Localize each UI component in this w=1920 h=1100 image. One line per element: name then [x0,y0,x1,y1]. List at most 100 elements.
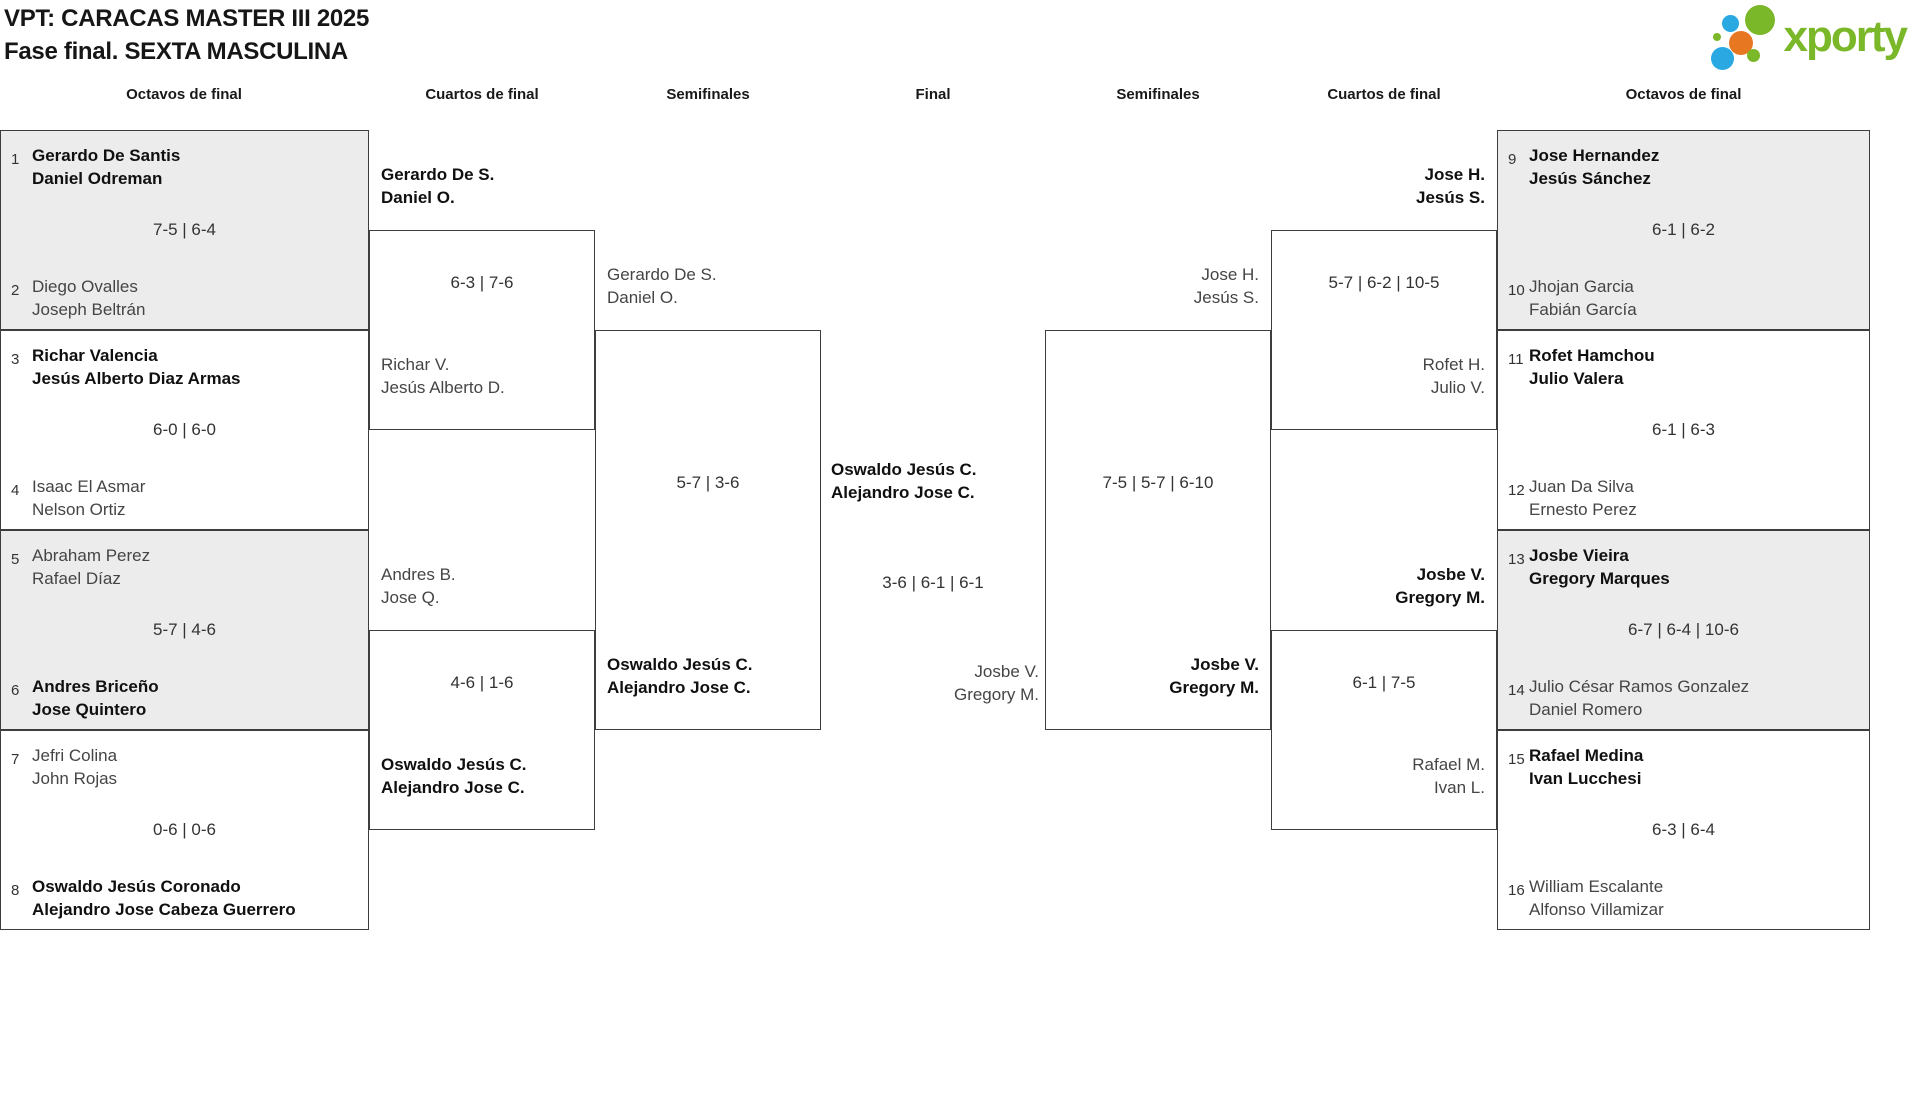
team-player-name: John Rojas [32,769,118,788]
seed-number: 1 [11,151,20,168]
team-names: Andres B. Jose Q. [381,563,588,609]
team-player-name: Jesús S. [1416,188,1485,207]
seed-number: 14 [1508,682,1525,699]
team-names: Jose H. Jesús S. [1052,263,1259,309]
team-player-name: Ernesto Perez [1529,500,1637,519]
match-score: 6-7 | 6-4 | 10-6 [1628,620,1739,639]
team-player-name: Jose Q. [381,588,440,607]
seed-number: 9 [1508,151,1517,168]
team-player-name: Andres B. [381,565,456,584]
team-player-name: Julio César Ramos Gonzalez [1529,677,1750,696]
team-player-name: Alejandro Jose C. [607,678,751,697]
team-player-name: Alfonso Villamizar [1529,900,1664,919]
final-match: Oswaldo Jesús C. Alejandro Jose C. 3-6 | 6… [821,0,1045,1100]
team-player-name: Gerardo De Santis [32,146,181,165]
team-player-name: Daniel O. [381,188,455,207]
team-player-name: Gregory M. [953,685,1039,704]
team-player-name: Rafael M. [1412,755,1485,774]
logo-dot-green-tiny [1712,33,1721,41]
team-player-name: Jose H. [1201,265,1259,284]
team-player-name: Gerardo De S. [381,165,495,184]
match-score: 7-5 | 5-7 | 6-10 [1102,473,1214,492]
seed-number: 5 [11,551,20,568]
team-player-name: Josbe V. [974,662,1039,681]
team-names: Josbe V. Gregory M. [825,660,1039,706]
logo-dot-blue-large [1710,47,1734,70]
logo-ball-icon [1704,3,1782,71]
team-names: Jose H. Jesús S. [1278,163,1485,209]
match-score: 6-3 | 7-6 [450,273,514,292]
team-player-name: Jose H. [1424,165,1485,184]
logo-wordmark: xporty [1783,12,1908,61]
match-score: 7-5 | 6-4 [152,220,216,239]
team-player-name: Julio V. [1430,378,1485,397]
team-player-name: Jhojan Garcia [1529,277,1634,296]
logo-dot-green-large [1744,5,1775,35]
team-player-name: Richar Valencia [32,346,158,365]
match-score: 4-6 | 1-6 [450,673,514,692]
team-names: Josbe V. Gregory M. [1278,563,1485,609]
team-player-name: Daniel Odreman [32,169,163,188]
team-player-name: Gregory M. [1169,678,1259,697]
team-player-name: Daniel O. [607,288,678,307]
seed-number: 10 [1508,282,1525,299]
team-names: Richar V.Jesús Alberto D. [381,353,588,399]
team-player-name: Oswaldo Jesús C. [831,460,977,479]
round-header: Semifinales [1116,86,1200,103]
team-player-name: Diego Ovalles [32,277,138,296]
logo-dot-green-small [1746,49,1760,62]
team-player-name: Jesús Alberto Diaz Armas [32,369,241,388]
match-score: 5-7 | 3-6 [676,473,740,492]
seed-number: 13 [1508,551,1525,568]
team-player-name: Jesús Sánchez [1529,169,1651,188]
team-player-name: Oswaldo Jesús C. [381,755,527,774]
team-names: Gerardo De S.Daniel O. [607,263,814,309]
match-score: 3-6 | 6-1 | 6-1 [882,573,984,592]
round-header: Octavos de final [1625,86,1742,103]
team-player-name: Josbe V. [1190,655,1259,674]
tournament-name: VPT: CARACAS MASTER III 2025 [4,5,370,32]
team-player-name: Jefri Colina [32,746,118,765]
team-player-name: Isaac El Asmar [32,477,146,496]
seed-number: 7 [11,751,20,768]
match-score: 5-7 | 4-6 [152,620,216,639]
team-player-name: Daniel Romero [1529,700,1643,719]
seed-number: 12 [1508,482,1525,499]
team-names: Gerardo De S. Daniel O. [381,163,588,209]
team-player-name: Gregory M. [1395,588,1485,607]
team-names: Oswaldo Jesús C.Alejandro Jose C. [607,653,814,699]
team-player-name: Rafael Medina [1529,746,1644,765]
match-score: 6-0 | 6-0 [152,420,216,439]
team-player-name: Josbe V. [1416,565,1485,584]
match-score: 5-7 | 6-2 | 10-5 [1328,273,1440,292]
team-player-name: Jose Hernandez [1529,146,1660,165]
round-header: Cuartos de final [425,86,539,103]
team-player-name: Oswaldo Jesús Coronado [32,877,241,896]
team-player-name: Alejandro Jose C. [831,483,975,502]
category-subtitle: Fase final. SEXTA MASCULINA [4,38,348,65]
team-player-name: Jesús S. [1193,288,1259,307]
team-names: Oswaldo Jesús C. Alejandro Jose C. [831,458,1041,504]
team-player-name: Jose Quintero [32,700,147,719]
round-header: Final [915,86,951,103]
team-player-name: William Escalante [1529,877,1664,896]
team-names: Rafael M.Ivan L. [1278,753,1485,799]
team-player-name: Ivan Lucchesi [1529,769,1642,788]
team-player-name: Rofet Hamchou [1529,346,1655,365]
team-player-name: Alejandro Jose C. [381,778,525,797]
